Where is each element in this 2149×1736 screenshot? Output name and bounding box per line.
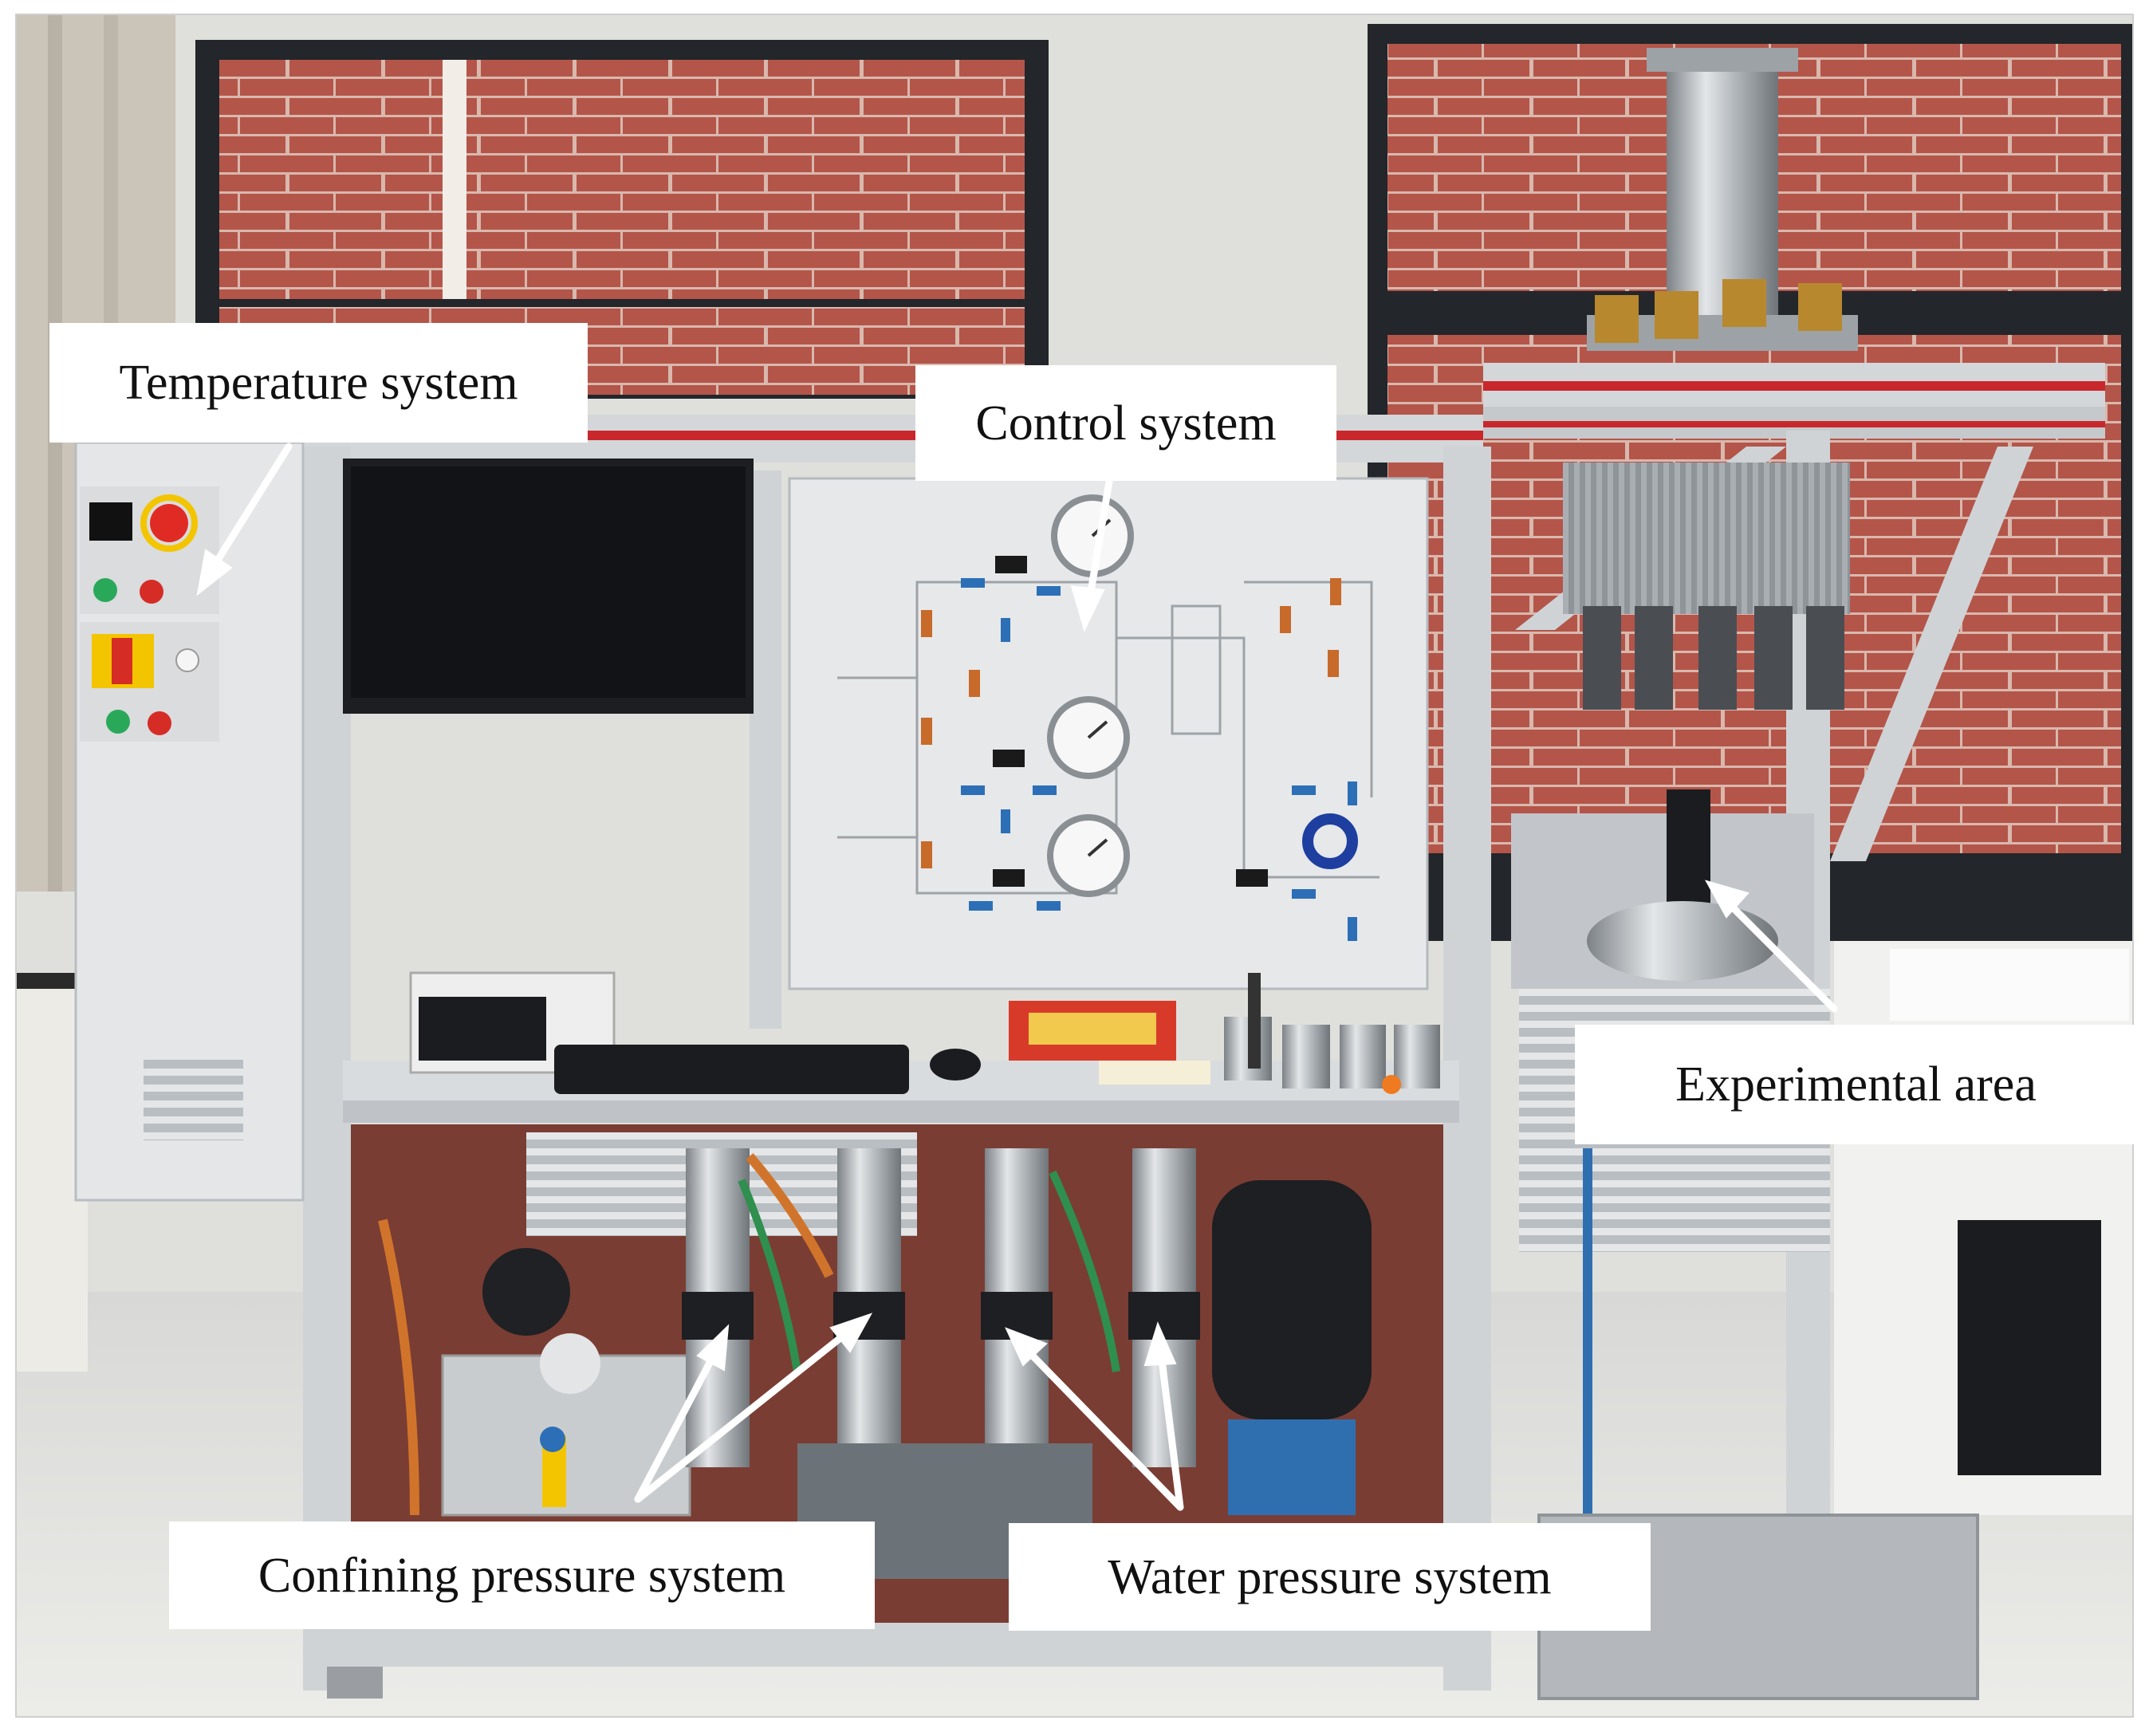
emergency-stop	[150, 504, 188, 542]
label-control-system: Control system	[915, 365, 1336, 481]
handwheel	[1302, 813, 1358, 869]
mouse	[930, 1049, 981, 1081]
heater-mesh	[1563, 463, 1850, 614]
arrow-water-2	[1156, 1344, 1184, 1511]
arrow-water-1	[1021, 1344, 1184, 1511]
arrow-confining-1	[634, 1344, 722, 1503]
rock-sample	[1667, 789, 1710, 909]
arrow-control	[1084, 459, 1116, 610]
accumulator	[482, 1248, 570, 1336]
arrow-temperature	[205, 443, 293, 578]
air-compressor	[1212, 1180, 1372, 1419]
left-window-bricks	[219, 60, 1025, 299]
label-confining-pressure-system: Confining pressure system	[169, 1521, 875, 1629]
arrow-confining-2	[634, 1324, 857, 1503]
white-bin	[1890, 949, 2129, 1021]
cabinet-vent	[144, 1053, 243, 1140]
pointer-arrows	[196, 443, 1838, 1511]
label-experimental-area: Experimental area	[1575, 1025, 2137, 1144]
temperature-controller	[89, 502, 132, 541]
label-temperature-system: Temperature system	[49, 323, 588, 443]
desktop-tower	[1958, 1220, 2101, 1475]
keyboard	[554, 1045, 909, 1094]
label-water-pressure-system: Water pressure system	[1009, 1523, 1651, 1631]
arrow-experimental	[1722, 897, 1838, 1013]
